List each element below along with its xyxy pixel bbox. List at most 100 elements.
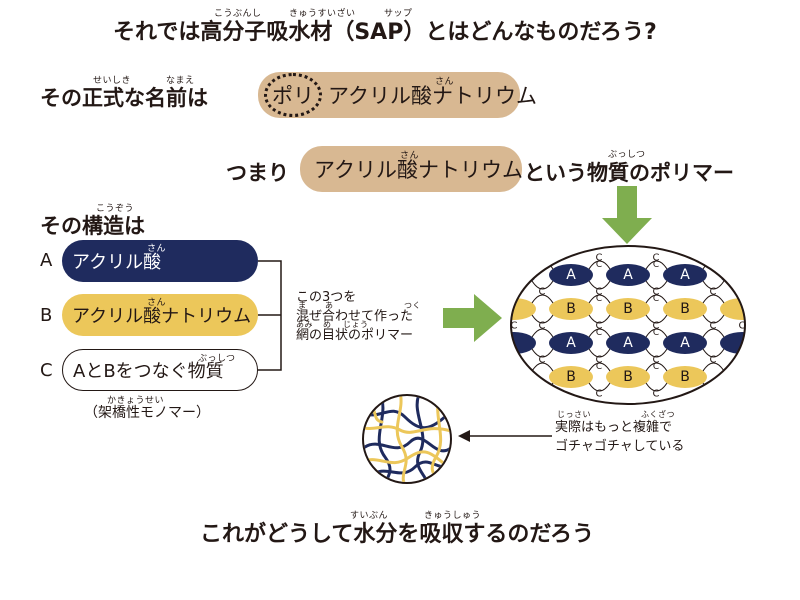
linker-c-label: C (739, 287, 746, 298)
monomer-a-label: A (623, 267, 633, 283)
monomer-b-blob (549, 366, 593, 388)
ruby-seishiki: せいしき (93, 76, 132, 86)
ruby-me: め (323, 320, 332, 329)
combine-note-line3: 網の目状のポリマー (296, 328, 414, 343)
tangled-network-circle (362, 394, 452, 484)
closing-question: これがどうして水分を吸収するのだろう (200, 522, 595, 547)
linker-c-label: C (596, 355, 603, 366)
structure-label: その構造は (40, 214, 145, 238)
monomer-a-label: A (680, 335, 690, 351)
monomer-b-blob (606, 366, 650, 388)
real-note: 実際はもっと複雑で ゴチャゴチャしている (555, 418, 684, 456)
green-arrow-right (443, 294, 502, 342)
linker-c-label: C (596, 294, 602, 304)
linker-arc (588, 348, 611, 358)
linker-arc (531, 328, 554, 338)
linker-c-label: C (653, 294, 659, 304)
ruby-suibun: すいぶん (350, 511, 389, 521)
linker-c-label: C (596, 260, 602, 270)
ruby-namae: なまえ (166, 76, 195, 86)
ruby-kouzou: こうぞう (96, 204, 135, 214)
linker-arc (588, 328, 611, 338)
linker-c-label: C (653, 355, 660, 366)
monomer-b-blob (549, 298, 593, 320)
acrylic-acid-pill: アクリル酸 (62, 240, 258, 282)
linker-arc (645, 260, 668, 270)
linker-arc (702, 362, 725, 372)
poly-prefix: ポリ (264, 73, 322, 117)
linker-c-label: C (511, 287, 518, 298)
meaning-pill: アクリル酸ナトリウム (300, 146, 523, 192)
linker-c-label: C (596, 328, 602, 338)
combine-note-line2: 混ぜ合わせて作った (296, 309, 414, 324)
linker-arc (702, 280, 725, 290)
linker-arc (645, 348, 668, 358)
monomer-a-blob (663, 264, 707, 286)
ruby-san-a: さん (147, 244, 167, 254)
linker-arc (645, 294, 668, 304)
linker-arc (588, 382, 611, 392)
linker-c-label: C (739, 355, 746, 366)
linker-arc (645, 382, 668, 392)
monomer-b-label: B (680, 301, 690, 317)
linker-c-label: C (653, 253, 660, 264)
linker-c-label: C (653, 287, 660, 298)
linker-c-label: C (511, 355, 518, 366)
monomer-a-blob (606, 264, 650, 286)
linker-c-label: C (539, 287, 546, 298)
crosslinker-caption: （架橋性モノマー） (84, 405, 210, 421)
formal-name-pill: ポリ アクリル酸ナトリウム (258, 72, 537, 118)
linker-c-label: C (596, 389, 603, 400)
ruby-busshitsu: ぶっしつ (608, 150, 646, 160)
linker-c-label: C (539, 253, 546, 264)
linker-arc (588, 260, 611, 270)
linker-arc (588, 362, 611, 372)
real-note-line1: 実際はもっと複雑で (555, 420, 673, 435)
monomer-b-label: B (566, 301, 576, 317)
ruby-busshitsu-c: ぶっしつ (198, 354, 236, 364)
monomer-a-blob (549, 332, 593, 354)
linker-c-label: C (653, 389, 660, 400)
linker-arc (588, 314, 611, 324)
linker-arc (531, 314, 554, 324)
crosslinker-text: AとBをつなぐ物質 (73, 361, 224, 382)
network-border (510, 245, 746, 405)
linker-c-label: C (596, 321, 603, 332)
ruby-san-b: さん (147, 298, 167, 308)
linker-arc (588, 294, 611, 304)
page-title: それでは高分子吸水材（SAP）とはどんなものだろう? (113, 20, 657, 45)
linker-c-label: C (596, 362, 602, 372)
linker-arc (702, 294, 725, 304)
item-b-letter: B (40, 305, 53, 326)
linker-arc (702, 328, 725, 338)
formal-name-rest: アクリル酸ナトリウム (328, 84, 537, 108)
combine-note: この3つを 混ぜ合わせて作った 網の目状のポリマー (296, 288, 413, 345)
linker-arc (531, 348, 554, 358)
monomer-b-label: B (566, 369, 576, 385)
ruby-kyuushuu: きゅうしゅう (424, 511, 482, 521)
linker-c-label: C (596, 287, 603, 298)
monomer-b-blob (663, 366, 707, 388)
monomer-a-blob (663, 332, 707, 354)
linker-c-label: C (739, 321, 746, 332)
acrylic-acid-text: アクリル酸 (72, 252, 162, 273)
ruby-jissai: じっさい (557, 410, 591, 419)
linker-arc (645, 314, 668, 324)
linker-arc (645, 362, 668, 372)
linker-arc (702, 314, 725, 324)
monomer-a-label: A (566, 335, 576, 351)
ruby-san-2: さん (400, 151, 420, 161)
linker-c-label: C (539, 321, 546, 332)
monomer-a-blob (606, 332, 650, 354)
linker-c-label: C (739, 389, 746, 400)
green-arrow-down (602, 186, 652, 244)
meaning-pill-text: アクリル酸ナトリウム (314, 158, 523, 182)
ruby-kakyousei: かきょうせい (107, 396, 165, 406)
linker-arc (645, 280, 668, 290)
combine-note-line1: この3つを (296, 290, 357, 305)
linker-c-label: C (710, 355, 717, 366)
monomer-a-label: A (680, 267, 690, 283)
monomer-a-blob (549, 264, 593, 286)
monomer-a-label: A (566, 267, 576, 283)
